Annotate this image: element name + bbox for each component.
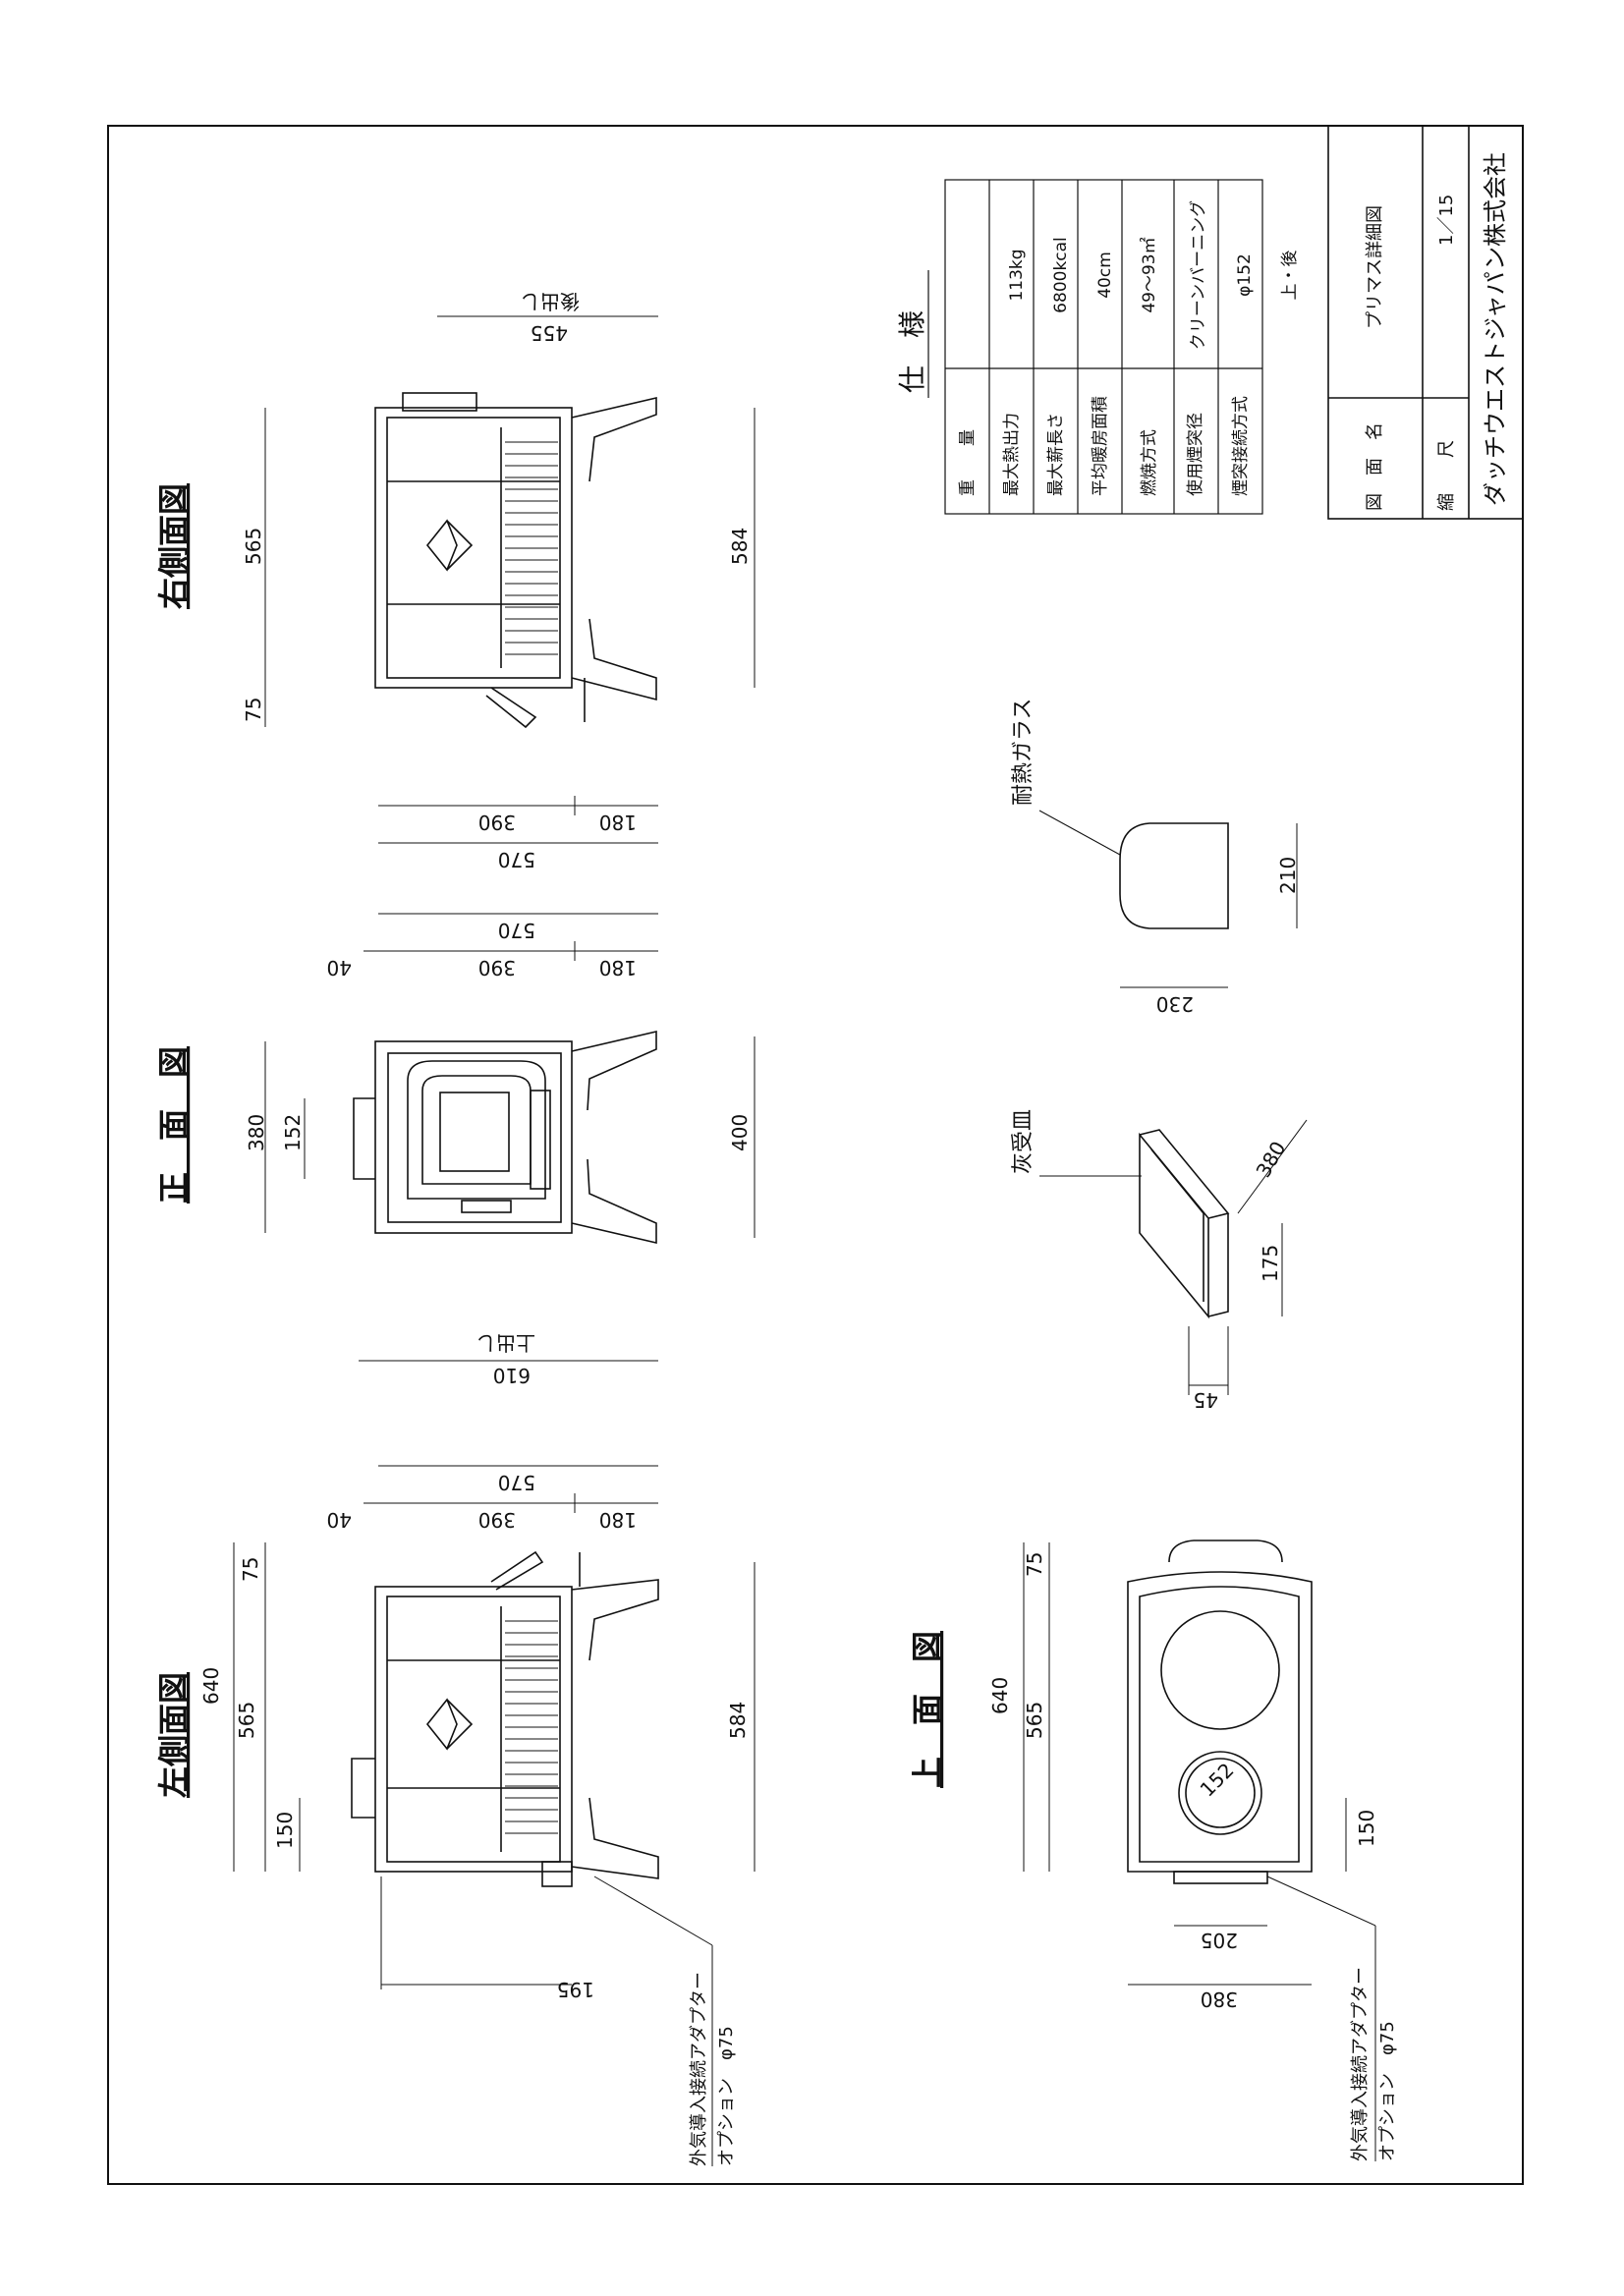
spec-rows: 重 量 113kg 最大熱出力 6800kcal 最大薪長さ 40cm 平均暖房面積 49～9… <box>958 200 1300 496</box>
dim-label: 210 <box>1276 857 1300 894</box>
dim-label: 150 <box>273 1812 297 1849</box>
dim-label: 152 <box>281 1114 305 1151</box>
glass-label: 耐熱ガラス <box>1011 698 1036 806</box>
front-dim-labels: 380 152 400 610 上出し 570 390 180 40 正 面 図 <box>155 919 752 1387</box>
dim-label: 75 <box>1023 1552 1046 1577</box>
left-side-dimensions <box>233 1465 756 1989</box>
left-side-dim-labels: 640 565 150 75 584 195 570 390 180 40 左側… <box>155 1471 750 2166</box>
dim-label: 565 <box>235 1702 258 1739</box>
dim-label: 565 <box>242 528 265 565</box>
dim-label: 45 <box>1194 1388 1218 1412</box>
dim-label: 175 <box>1259 1245 1282 1282</box>
dim-label: 610 <box>493 1364 531 1387</box>
spec-label: 使用煙突径 <box>1185 413 1205 496</box>
spec-table <box>944 179 1263 515</box>
glass-labels: 210 230 耐熱ガラス <box>1011 698 1300 1016</box>
dim-label: 390 <box>478 811 516 834</box>
glass-leader <box>1038 810 1121 856</box>
title-block <box>1327 125 1524 520</box>
spec-value: クリーンバーニング <box>1189 200 1208 350</box>
outlet-label-right: 後出し <box>521 290 580 313</box>
spec-label: 重 量 <box>958 429 978 496</box>
dim-label: 565 <box>1023 1702 1046 1739</box>
scale-label: 縮 尺 <box>1436 440 1457 511</box>
scale-value: 1／15 <box>1436 195 1457 246</box>
adapter-note-line1: 外気導入接続アダプター <box>689 1972 709 2166</box>
dim-label: 75 <box>239 1557 262 1582</box>
dim-label: 640 <box>988 1677 1012 1714</box>
spec-value: 上・後 <box>1280 251 1300 301</box>
dim-label: 230 <box>1156 992 1194 1016</box>
dim-label: 40 <box>327 956 352 980</box>
spec-label: 最大薪長さ <box>1046 413 1066 496</box>
dim-label: 584 <box>728 528 752 565</box>
adapter-note-line2-top: オプション φ75 <box>1377 2021 1398 2161</box>
adapter-note-line2: オプション φ75 <box>716 2026 737 2166</box>
spec-value: 113kg <box>1007 249 1027 301</box>
dim-label: 180 <box>599 811 637 834</box>
ash-pan <box>1139 1129 1230 1319</box>
drawing-name-value: プリマス詳細図 <box>1365 205 1385 329</box>
top-dimensions <box>1023 1542 1347 1986</box>
dim-label: 205 <box>1201 1929 1238 1952</box>
drawing-name-label: 図 面 名 <box>1365 422 1385 511</box>
right-side-view <box>374 392 657 729</box>
adapter-leader-top <box>1266 1876 1376 1927</box>
outlet-label-front: 上出し <box>476 1331 535 1355</box>
dim-label: 75 <box>242 698 265 722</box>
view-title-front: 正 面 図 <box>155 1046 193 1204</box>
view-title-top: 上 面 図 <box>909 1631 946 1788</box>
view-title-right-side: 右側面図 <box>155 483 193 609</box>
spec-label: 燃焼方式 <box>1140 429 1159 496</box>
dim-label: 390 <box>478 956 516 980</box>
front-view <box>353 1030 657 1245</box>
ash-pan-labels: 380 175 45 灰受皿 <box>1011 1109 1290 1412</box>
dim-label: 380 <box>1252 1137 1291 1181</box>
view-title-left-side: 左側面図 <box>155 1672 193 1798</box>
dim-label: 380 <box>245 1114 268 1151</box>
dim-label: 195 <box>557 1978 594 2001</box>
dim-label: 455 <box>531 321 568 345</box>
dim-label: 40 <box>327 1508 352 1532</box>
dim-label: 570 <box>498 919 535 942</box>
spec-value: 49～93㎡ <box>1140 237 1159 312</box>
adapter-leader-left <box>593 1876 713 1946</box>
dim-label: 400 <box>728 1114 752 1151</box>
right-side-dim-labels: 565 75 584 455 後出し 570 390 180 右側面図 <box>155 290 752 871</box>
adapter-note-line1-top: 外気導入接続アダプター <box>1350 1967 1371 2161</box>
title-block-text: 図 面 名 プリマス詳細図 縮 尺 1／15 ダッチウエストジャパン株式会社 <box>1365 152 1509 511</box>
left-side-view <box>351 1550 659 1887</box>
dim-label: 180 <box>599 956 637 980</box>
dim-label: 380 <box>1201 1988 1238 2011</box>
company-name: ダッチウエストジャパン株式会社 <box>1482 152 1509 506</box>
dim-label: 180 <box>599 1508 637 1532</box>
spec-title: 仕 様 <box>896 310 928 393</box>
dim-label: 640 <box>199 1667 223 1705</box>
spec-value: 6800kcal <box>1051 237 1071 313</box>
dim-label: 390 <box>478 1508 516 1532</box>
dim-label: 584 <box>726 1702 750 1739</box>
dim-label: 570 <box>498 1471 535 1494</box>
ash-pan-label: 灰受皿 <box>1011 1109 1036 1174</box>
dim-label: 570 <box>498 848 535 871</box>
dim-label: 150 <box>1355 1810 1378 1847</box>
spec-value: φ152 <box>1235 253 1255 297</box>
glass-dimensions <box>1120 823 1298 988</box>
spec-label: 煙突接続方式 <box>1231 396 1251 496</box>
heat-resistant-glass <box>1119 822 1229 929</box>
front-dimensions <box>264 913 756 1362</box>
top-view <box>1127 1540 1313 1884</box>
spec-label: 最大熱出力 <box>1002 413 1022 496</box>
drawing-frame <box>107 125 1524 2185</box>
right-side-dimensions <box>264 315 756 844</box>
spec-value: 40cm <box>1095 252 1115 299</box>
ash-pan-dimensions <box>1188 1119 1308 1395</box>
spec-label: 平均暖房面積 <box>1091 396 1110 496</box>
top-dim-labels: 640 565 75 150 152 205 380 上 面 図 外気導入接続ア… <box>909 1552 1398 2161</box>
